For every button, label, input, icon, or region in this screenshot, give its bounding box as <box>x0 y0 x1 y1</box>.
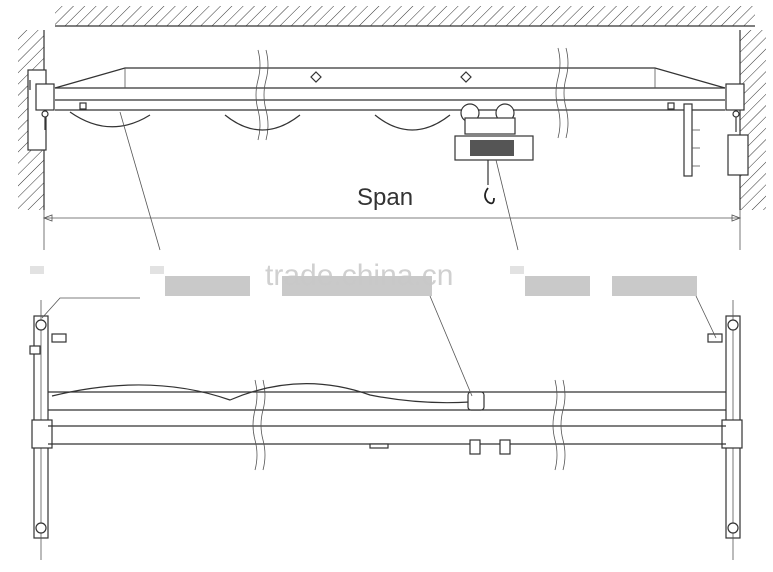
electric-hoist <box>454 103 534 205</box>
control-panel <box>683 103 700 177</box>
left-end-carriage <box>29 80 55 130</box>
right-wall <box>727 30 766 210</box>
left-end-beam <box>29 300 67 560</box>
right-end-beam <box>707 300 743 560</box>
festoon-cable <box>69 111 451 131</box>
girder-plan <box>48 391 726 449</box>
plan-break-right <box>552 379 566 471</box>
span-label: Span <box>357 184 413 211</box>
ceiling <box>55 6 755 27</box>
plan-break-left <box>252 379 266 471</box>
leader-girder <box>119 111 161 251</box>
girder-marker-diamond <box>310 71 322 83</box>
watermark: trade.china.cn <box>265 259 453 292</box>
girder-break-right <box>555 47 569 139</box>
right-end-carriage <box>725 83 745 132</box>
left-wall <box>18 30 47 210</box>
span-dimension: Span <box>42 184 742 250</box>
girder-stop-left <box>79 102 87 110</box>
redacted-labels <box>30 266 697 296</box>
plan-cable <box>51 383 471 404</box>
girder-marker-diamond <box>460 71 472 83</box>
girder-break-left <box>255 49 269 141</box>
plan-leaders <box>41 295 717 397</box>
main-girder <box>54 67 726 111</box>
girder-stop-right <box>667 102 675 110</box>
hoist-plan <box>467 391 511 455</box>
leader-hoist <box>495 159 519 251</box>
